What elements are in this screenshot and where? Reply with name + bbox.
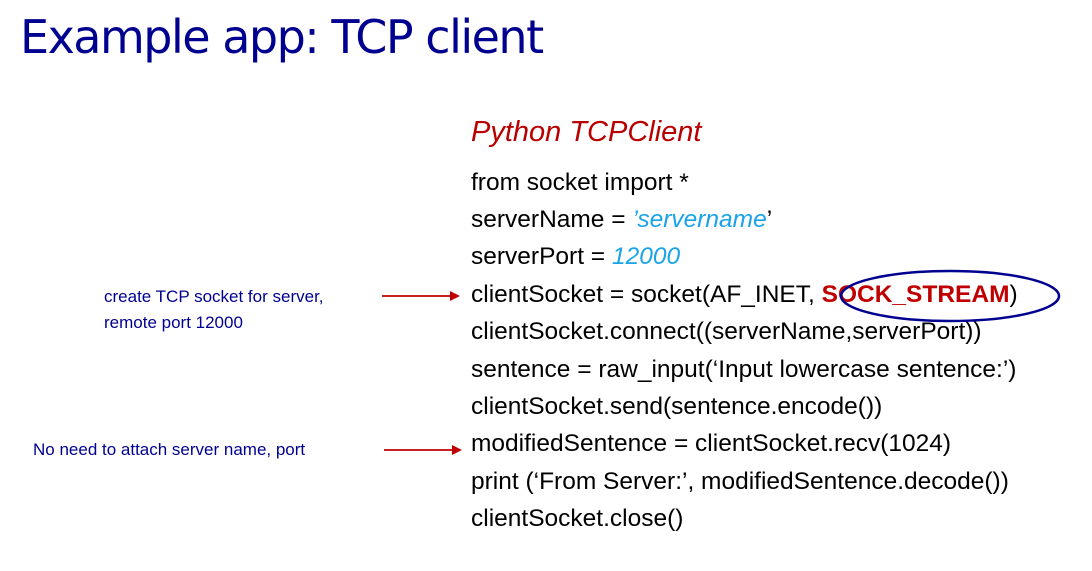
code-text: serverName = [471, 206, 633, 233]
code-line-print: print (‘From Server:’, modifiedSentence.… [471, 468, 1009, 495]
code-line-send: clientSocket.send(sentence.encode()) [471, 393, 883, 420]
string-literal: ’servername [632, 206, 767, 233]
code-line-serverport: serverPort = 12000 [471, 242, 680, 272]
code-text: ) [1009, 281, 1018, 308]
code-line-servername: serverName = ’servername’ [471, 205, 772, 235]
annotation-line: create TCP socket for server, [104, 287, 324, 306]
sock-stream-ellipse [839, 269, 1061, 323]
code-line-import: from socket import * [471, 169, 689, 196]
annotation-no-need: No need to attach server name, port [33, 440, 306, 459]
slide-title: Example app: TCP client [20, 10, 544, 64]
code-text: serverPort = [471, 243, 612, 270]
annotation-create-socket: create TCP socket for server, remote por… [104, 284, 324, 336]
arrow-icon [384, 445, 462, 455]
code-line-close: clientSocket.close() [471, 505, 684, 532]
code-heading: Python TCPClient [471, 116, 702, 148]
code-line-recv: modifiedSentence = clientSocket.recv(102… [471, 430, 952, 457]
code-line-input: sentence = raw_input(‘Input lowercase se… [471, 356, 1017, 383]
code-line-connect: clientSocket.connect((serverName,serverP… [471, 318, 982, 345]
number-literal: 12000 [611, 243, 681, 270]
arrow-icon [382, 291, 460, 301]
code-text: ’ [766, 206, 773, 233]
code-text: clientSocket = socket(AF_INET, [471, 281, 815, 308]
annotation-line: remote port 12000 [104, 313, 243, 332]
